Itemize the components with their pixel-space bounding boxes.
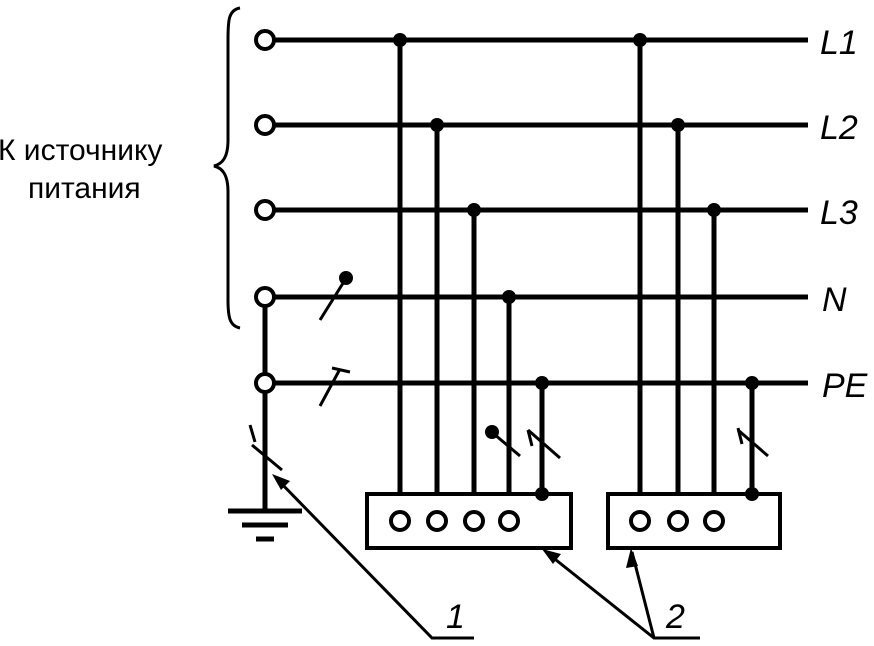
c1-pe-mark-tick — [526, 429, 534, 447]
callout-2-label: 2 — [665, 598, 685, 636]
label-pe: PE — [822, 367, 868, 405]
label-l2: L2 — [820, 109, 858, 147]
source-terminal-l2 — [254, 114, 276, 136]
ground-disconnect-slash — [251, 443, 283, 472]
junction-c2-l2 — [671, 118, 685, 132]
c2-pe-mark — [737, 428, 769, 458]
c1-terminal-l2 — [426, 510, 448, 532]
source-terminal-pe — [254, 372, 276, 394]
callout-2-arrow-a — [542, 549, 561, 564]
junction-c2-l1 — [633, 33, 647, 47]
junction-c1-n — [502, 290, 516, 304]
c1-pe-contact — [535, 487, 549, 501]
pe-bus-mark — [318, 368, 342, 407]
callout-1-leader — [274, 476, 474, 640]
label-l3: L3 — [820, 194, 858, 232]
c2-terminal-l1 — [629, 510, 651, 532]
label-n: N — [822, 281, 847, 319]
source-label-line2: питания — [28, 172, 141, 205]
callout-1-arrow — [272, 474, 290, 490]
c1-n-mark — [493, 432, 521, 458]
source-terminal-l3 — [254, 199, 276, 221]
ground-icon — [228, 508, 302, 542]
source-label-line1: К источнику — [0, 134, 162, 167]
label-l1: L1 — [820, 24, 858, 62]
junction-c1-l1 — [393, 33, 407, 47]
c1-terminal-l1 — [389, 510, 411, 532]
c2-pe-contact — [745, 487, 759, 501]
callout-2-arrow-b — [626, 548, 638, 568]
c2-terminal-l3 — [703, 510, 725, 532]
junction-c1-l3 — [467, 203, 481, 217]
junction-c2-l3 — [707, 203, 721, 217]
source-brace — [213, 6, 241, 330]
junction-c2-pe — [745, 376, 759, 390]
source-terminal-n — [254, 286, 276, 308]
ground-disconnect-mark — [248, 424, 257, 443]
c2-pe-mark-tick — [736, 427, 744, 445]
pe-bus-mark-bar — [331, 366, 351, 374]
junction-c1-l2 — [430, 118, 444, 132]
c1-pe-mark — [527, 428, 561, 460]
c1-terminal-l3 — [463, 510, 485, 532]
n-bus-mark — [318, 279, 347, 321]
junction-c1-pe — [535, 376, 549, 390]
c1-terminal-n — [498, 510, 520, 532]
n-bus-mark-dot — [339, 271, 353, 285]
source-terminal-l1 — [254, 29, 276, 51]
c2-terminal-l2 — [667, 510, 689, 532]
callout-1-label: 1 — [446, 598, 465, 636]
